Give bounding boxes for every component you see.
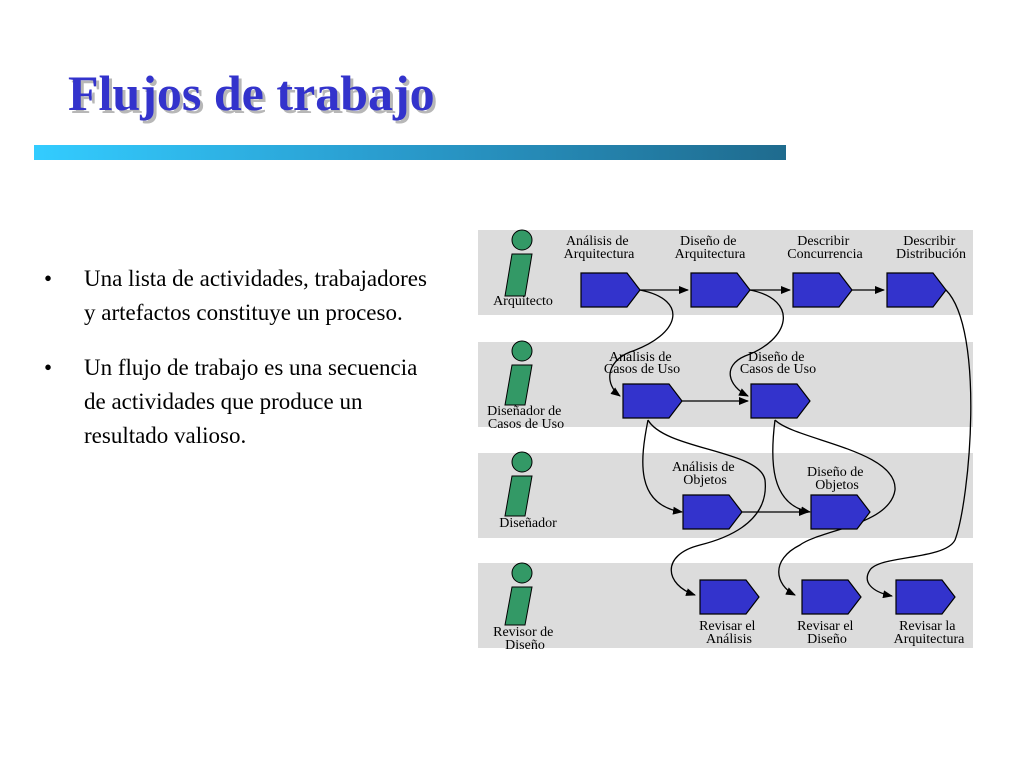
connector-arrow [647, 419, 766, 596]
activity-label: Describir Distribución [896, 234, 966, 262]
activity-revisar-el-analisis: Revisar el Análisis [699, 579, 760, 647]
activity-label: Diseño de Arquitectura [675, 234, 747, 262]
connector-arrow [866, 289, 972, 599]
activity-chevron-icon [801, 579, 862, 615]
bullet-list: • Una lista de actividades, trabajadores … [44, 262, 444, 474]
worker-disenador: Diseñador [499, 451, 557, 531]
bullet-icon: • [44, 355, 53, 380]
activity-label: Análisis de Objetos [672, 460, 738, 488]
activity-label: Revisar el Análisis [699, 619, 759, 647]
activity-chevron-icon [622, 383, 683, 419]
activity-chevron-icon [792, 272, 853, 308]
activity-revisar-la-arquitectura: Revisar la Arquitectura [894, 579, 966, 647]
activity-chevron-icon [699, 579, 760, 615]
activity-chevron-icon [580, 272, 641, 308]
bullet-text: Una lista de actividades, trabajadores y… [84, 266, 427, 325]
lane-disenador-casos-de-uso [478, 342, 973, 427]
connector-arrow [772, 419, 811, 515]
bullet-text: Un flujo de trabajo es una secuencia de … [84, 355, 418, 448]
activity-label: Diseño de Objetos [807, 465, 867, 493]
activity-label: Revisar el Diseño [797, 619, 857, 647]
worker-disenador-casos-de-uso: Diseñador de Casos de Uso [487, 340, 565, 432]
activity-chevron-icon [682, 494, 743, 530]
activity-analisis-de-arquitectura: Análisis de Arquitectura [564, 234, 641, 308]
worker-icon [504, 451, 533, 517]
connectors [609, 286, 972, 599]
activity-label: Diseño de Casos de Uso [740, 350, 816, 377]
activity-label: Revisar la Arquitectura [894, 619, 966, 647]
title-underline-bar [34, 145, 786, 160]
worker-icon [504, 562, 533, 626]
connector-arrow [774, 419, 896, 596]
activity-label: Análisis de Casos de Uso [604, 350, 680, 377]
worker-name: Diseñador [499, 516, 557, 531]
activity-chevron-icon [895, 579, 956, 615]
connector-arrow [729, 289, 784, 397]
activity-chevron-icon [886, 272, 947, 308]
activity-diseno-de-objetos: Diseño de Objetos [807, 465, 871, 530]
activity-diseno-de-arquitectura: Diseño de Arquitectura [675, 234, 751, 308]
activity-diseno-de-casos-de-uso: Diseño de Casos de Uso [740, 350, 816, 419]
page-title: Flujos de trabajo [68, 65, 435, 121]
worker-revisor-de-diseno: Revisor de Diseño [493, 562, 557, 653]
activity-analisis-de-casos-de-uso: Análisis de Casos de Uso [604, 350, 683, 419]
activity-revisar-el-diseno: Revisar el Diseño [797, 579, 862, 647]
connector-arrow [609, 289, 674, 397]
bullet-item: • Un flujo de trabajo es una secuencia de… [44, 351, 444, 453]
worker-name: Arquitecto [493, 294, 553, 309]
activity-chevron-icon [810, 494, 871, 530]
activity-chevron-icon [690, 272, 751, 308]
worker-arquitecto: Arquitecto [493, 229, 553, 309]
worker-name: Revisor de Diseño [493, 625, 557, 653]
worker-icon [504, 340, 533, 406]
worker-icon [504, 229, 533, 297]
activity-chevron-icon [750, 383, 811, 419]
bullet-icon: • [44, 266, 53, 291]
activity-describir-concurrencia: Describir Concurrencia [787, 234, 863, 308]
worker-name: Diseñador de Casos de Uso [487, 404, 565, 432]
activity-label: Describir Concurrencia [787, 234, 863, 262]
connector-arrow [642, 419, 683, 515]
bullet-item: • Una lista de actividades, trabajadores … [44, 262, 444, 330]
activity-analisis-de-objetos: Análisis de Objetos [672, 460, 743, 530]
activity-describir-distribucion: Describir Distribución [886, 234, 966, 308]
activity-label: Análisis de Arquitectura [564, 234, 636, 262]
